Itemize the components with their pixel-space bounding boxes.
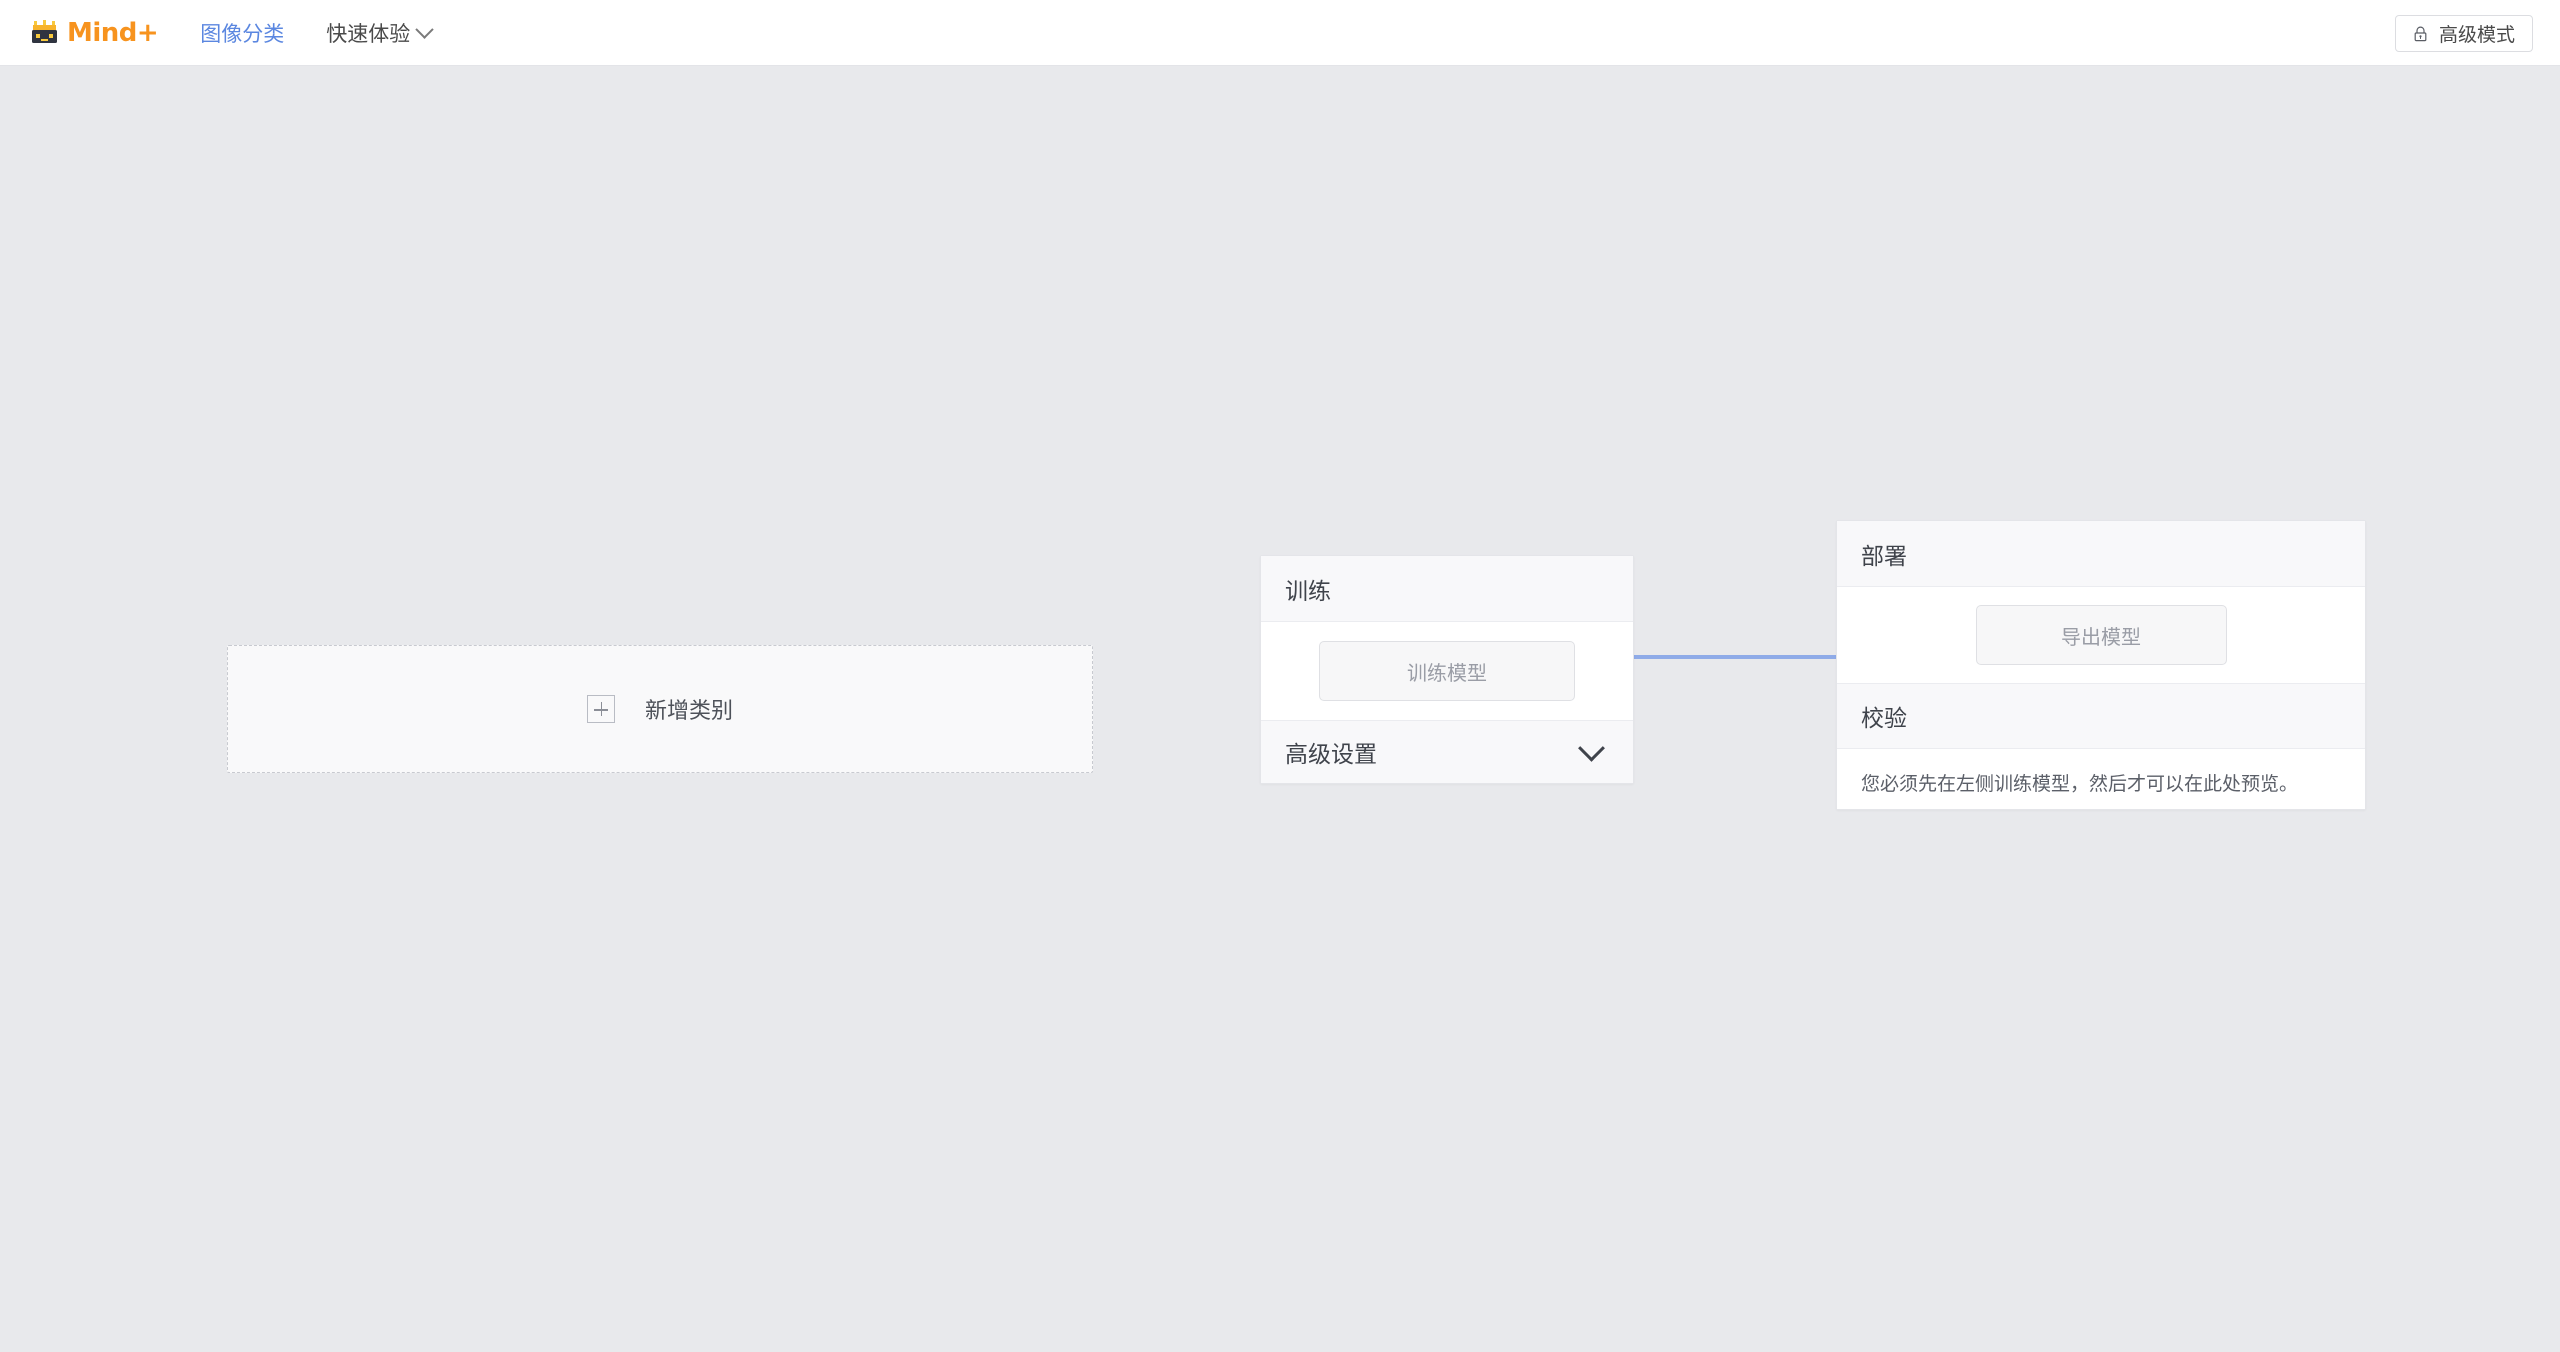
advanced-settings-row[interactable]: 高级设置 — [1261, 720, 1633, 783]
training-card-header: 训练 — [1261, 556, 1633, 622]
advanced-mode-label: 高级模式 — [2438, 25, 2515, 46]
train-model-button[interactable]: 训练模型 — [1319, 641, 1575, 701]
add-class-card[interactable]: 新增类别 — [227, 645, 1093, 773]
export-model-button[interactable]: 导出模型 — [1975, 605, 2227, 665]
verify-section-header: 校验 — [1837, 683, 2365, 749]
verify-message: 您必须先在左侧训练模型，然后才可以在此处预览。 — [1861, 774, 2299, 795]
nav-links: 图像分类 快速体验 — [200, 18, 434, 48]
nav-link-image-classification[interactable]: 图像分类 — [200, 18, 284, 48]
mindplus-robot-icon — [30, 19, 60, 46]
training-card-body: 训练模型 — [1261, 622, 1633, 720]
add-class-label: 新增类别 — [644, 698, 733, 723]
workspace-canvas: 新增类别 训练 训练模型 高级设置 部署 导出模型 校验 — [0, 66, 2560, 1352]
nav-link-quick-experience[interactable]: 快速体验 — [326, 18, 434, 48]
training-card: 训练 训练模型 高级设置 — [1260, 555, 1634, 784]
deploy-card-header: 部署 — [1837, 521, 2365, 587]
connector-line — [1634, 655, 1837, 659]
training-card-title: 训练 — [1285, 577, 1331, 604]
nav-link-label: 图像分类 — [200, 22, 285, 46]
lock-icon — [2413, 26, 2428, 42]
nav-link-label: 快速体验 — [326, 22, 411, 46]
verify-section-title: 校验 — [1861, 705, 1907, 731]
plus-icon — [586, 695, 615, 723]
export-model-button-label: 导出模型 — [2061, 626, 2141, 649]
deploy-card-body: 导出模型 — [1837, 587, 2365, 683]
deploy-card-title: 部署 — [1861, 542, 1907, 569]
deploy-card: 部署 导出模型 校验 您必须先在左侧训练模型，然后才可以在此处预览。 — [1836, 520, 2366, 810]
advanced-mode-button[interactable]: 高级模式 — [2394, 15, 2533, 52]
train-model-button-label: 训练模型 — [1407, 662, 1487, 685]
chevron-down-icon[interactable] — [1578, 734, 1605, 762]
add-class-inner: 新增类别 — [586, 693, 733, 725]
top-navigation-bar: Mind+ 图像分类 快速体验 高级模式 — [0, 0, 2560, 66]
brand-wordmark: Mind+ — [67, 17, 159, 48]
advanced-settings-label: 高级设置 — [1285, 741, 1377, 767]
brand-logo[interactable]: Mind+ — [30, 17, 159, 48]
verify-section-body: 您必须先在左侧训练模型，然后才可以在此处预览。 — [1837, 749, 2365, 809]
chevron-down-icon — [415, 20, 434, 39]
